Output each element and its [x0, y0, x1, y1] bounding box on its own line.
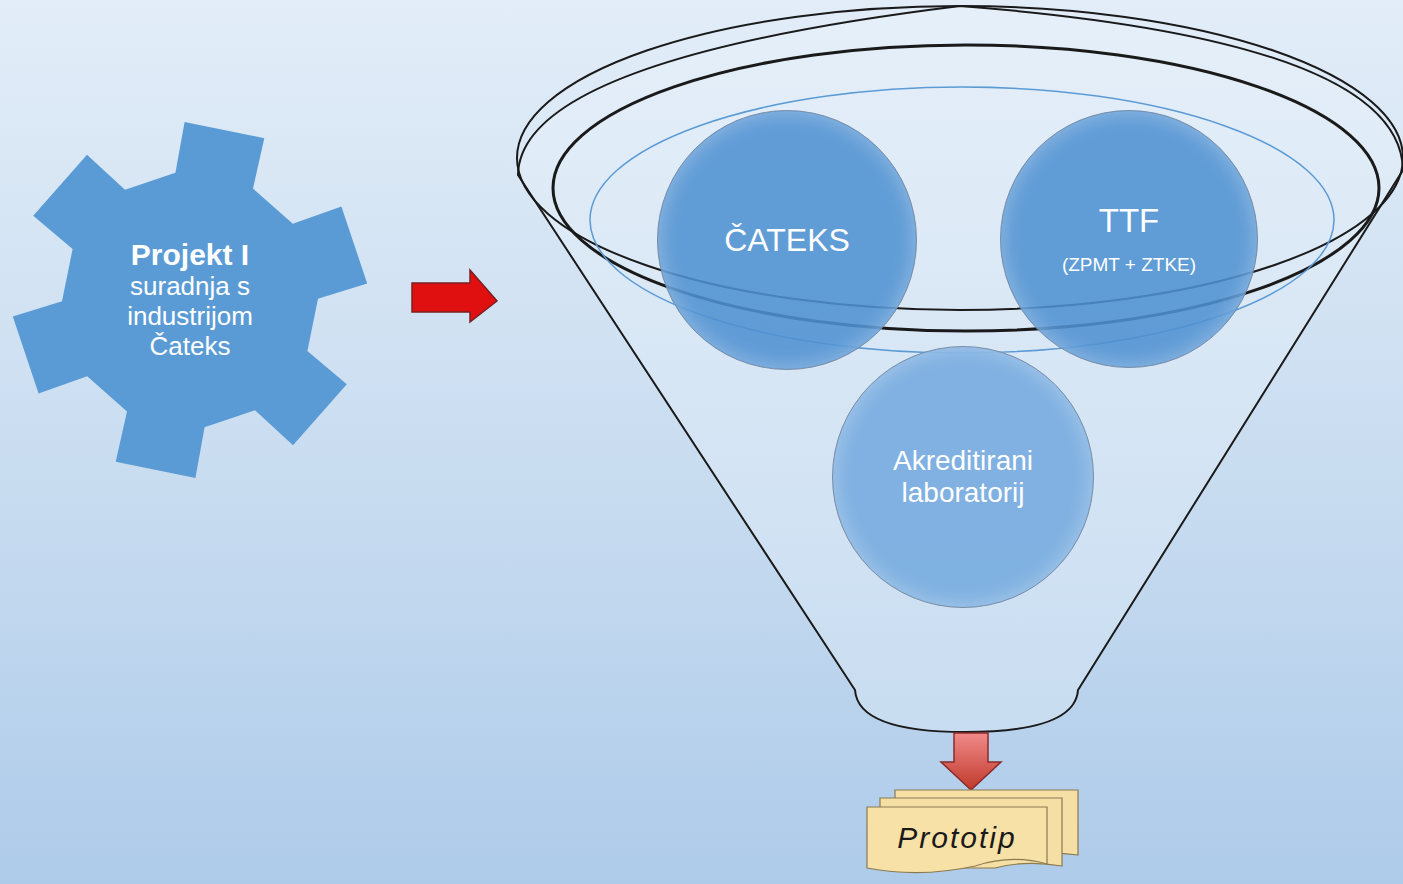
funnel-rim	[517, 6, 1403, 310]
gear-path	[13, 122, 367, 478]
node-title: Prototip	[897, 821, 1016, 856]
circle-node: ČATEKS	[657, 110, 917, 370]
node-title: Akreditirani laboratorij	[868, 445, 1058, 509]
node-subtitle: (ZPMT + ZTKE)	[1062, 254, 1196, 276]
node-title: Projekt I	[131, 238, 249, 273]
node-title: ČATEKS	[724, 222, 850, 259]
circle-node: Akreditirani laboratorij	[832, 346, 1094, 608]
paper-path	[867, 807, 1047, 873]
node-subtitle: suradnja s industrijom Čateks	[110, 272, 270, 362]
node-title: TTF	[1099, 202, 1159, 240]
document-shape: Prototip	[866, 806, 1048, 876]
circle-node: TTF (ZPMT + ZTKE)	[1000, 110, 1258, 368]
down-arrow	[941, 733, 1001, 790]
funnel-body	[518, 6, 1403, 732]
flow-arrow	[412, 270, 497, 322]
gear-shape: Projekt Isuradnja s industrijom Čateks	[10, 118, 370, 482]
